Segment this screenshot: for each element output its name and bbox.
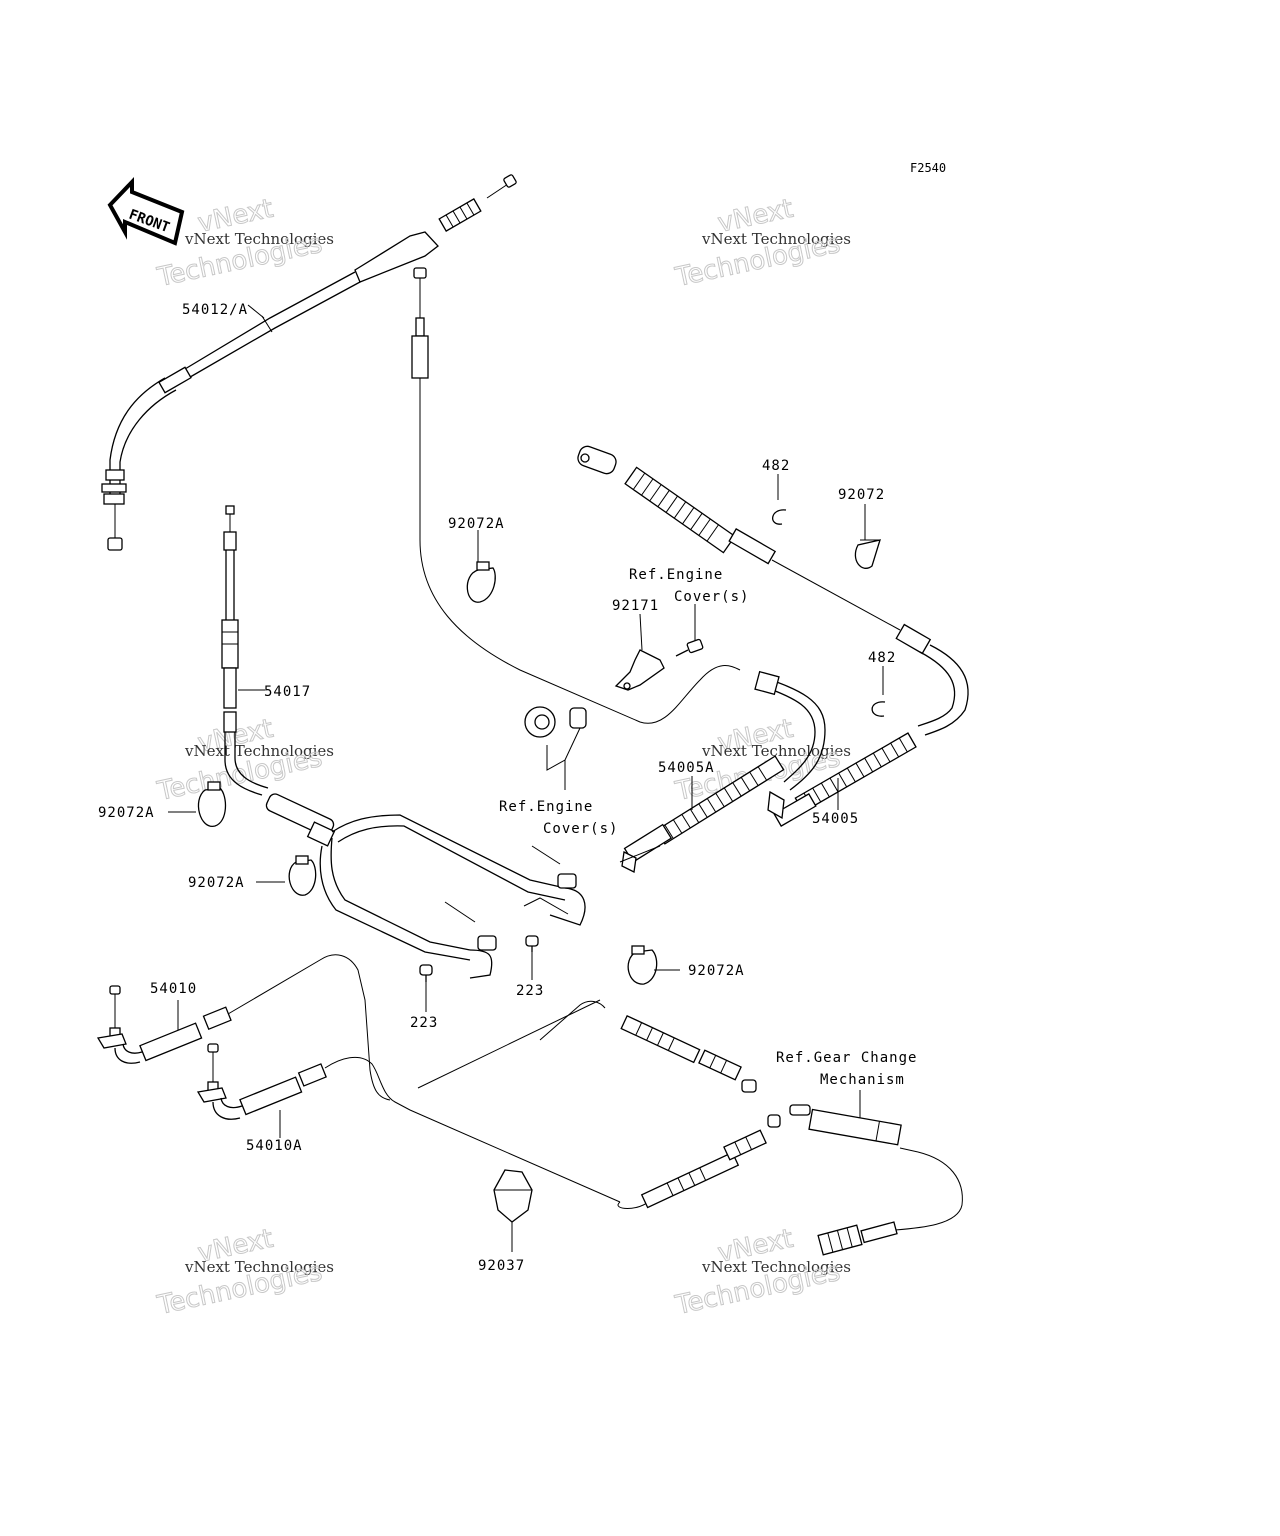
- cable-54017: [221, 505, 269, 796]
- ref-engine-cover-mid-line2: Cover(s): [543, 821, 618, 837]
- label-54012A: 54012/A: [182, 302, 248, 318]
- cable-long-loop: [411, 267, 826, 791]
- label-92171: 92171: [612, 598, 659, 614]
- cable-54012A: [101, 174, 517, 551]
- clip-92072: [854, 539, 881, 569]
- ref-gear-change-line2: Mechanism: [820, 1072, 905, 1088]
- ref-engine-cover-top-line1: Ref.Engine: [629, 567, 723, 583]
- cable-gear-change: [789, 1104, 963, 1256]
- ref-engine-cover-top-line2: Cover(s): [674, 589, 749, 605]
- clamp-92037: [493, 1169, 533, 1223]
- watermark-bottom-left: vNext vNext Technologies Technologies: [154, 1223, 334, 1321]
- screw-223-a: [419, 964, 433, 982]
- cable-lower-right-b: [617, 1114, 781, 1209]
- watermark-top-left: vNext vNext Technologies Technologies: [154, 193, 334, 293]
- label-92072A-mid: 92072A: [188, 875, 245, 891]
- label-54010A: 54010A: [246, 1138, 303, 1154]
- label-482-mid: 482: [868, 650, 896, 666]
- figure-code: F2540: [910, 161, 946, 175]
- label-54005A: 54005A: [658, 760, 715, 776]
- label-92072: 92072: [838, 487, 885, 503]
- clip-92072A-top: [466, 561, 496, 603]
- label-482-top: 482: [762, 458, 790, 474]
- cable-54010A: [196, 1043, 621, 1203]
- svg-text:vNext Technologies: vNext Technologies: [701, 742, 851, 760]
- label-54017: 54017: [264, 684, 311, 700]
- cable-lower-right-a: [539, 1000, 757, 1093]
- cable-54010: [96, 954, 391, 1101]
- bracket-92171: [614, 649, 665, 691]
- bolt-engine-cover: [675, 638, 704, 657]
- svg-text:vNext Technologies: vNext Technologies: [184, 742, 334, 760]
- clip-92072A-mid: [288, 855, 317, 896]
- leader-engine-cover-mid: [546, 727, 581, 771]
- cable-54005: [577, 445, 969, 827]
- label-54010: 54010: [150, 981, 197, 997]
- clip-482-mid: [871, 701, 886, 717]
- ref-engine-cover-mid-line1: Ref.Engine: [499, 799, 593, 815]
- svg-text:vNext Technologies: vNext Technologies: [184, 1258, 334, 1276]
- clip-92072A-right: [627, 945, 658, 985]
- ref-gear-change-line1: Ref.Gear Change: [776, 1050, 917, 1066]
- grommet: [524, 706, 587, 738]
- label-92072A-left: 92072A: [98, 805, 155, 821]
- cable-54005A: [619, 755, 785, 873]
- watermark-mid-left: vNext vNext Technologies Technologies: [154, 713, 334, 807]
- label-223-b: 223: [516, 983, 544, 999]
- cable-cross: [417, 999, 601, 1089]
- label-223-a: 223: [410, 1015, 438, 1031]
- clip-92072A-left: [197, 781, 227, 827]
- cable-dual-branch: [265, 793, 586, 979]
- svg-text:vNext Technologies: vNext Technologies: [184, 230, 334, 248]
- watermark-top-right: vNext vNext Technologies Technologies: [672, 193, 851, 293]
- leader-lines: [168, 304, 884, 1252]
- svg-text:vNext Technologies: vNext Technologies: [701, 230, 851, 248]
- label-92037: 92037: [478, 1258, 525, 1274]
- screw-223-b: [525, 935, 539, 952]
- front-arrow-icon: FRONT: [107, 177, 185, 246]
- svg-text:vNext Technologies: vNext Technologies: [701, 1258, 851, 1276]
- clip-482-top: [772, 509, 787, 525]
- label-92072A-right: 92072A: [688, 963, 745, 979]
- label-92072A-top: 92072A: [448, 516, 505, 532]
- label-54005: 54005: [812, 811, 859, 827]
